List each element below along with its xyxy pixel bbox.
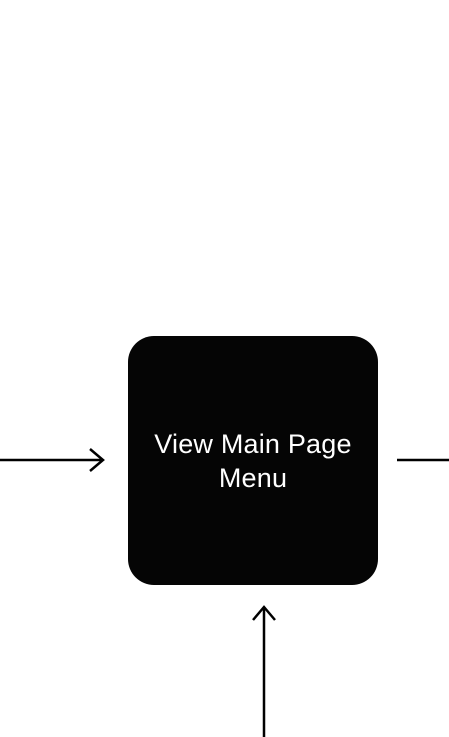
incoming-arrow-left xyxy=(0,448,105,472)
view-main-page-menu-node[interactable]: View Main Page Menu xyxy=(128,336,378,585)
node-label: View Main Page Menu xyxy=(154,428,352,493)
incoming-arrow-bottom xyxy=(252,605,276,737)
